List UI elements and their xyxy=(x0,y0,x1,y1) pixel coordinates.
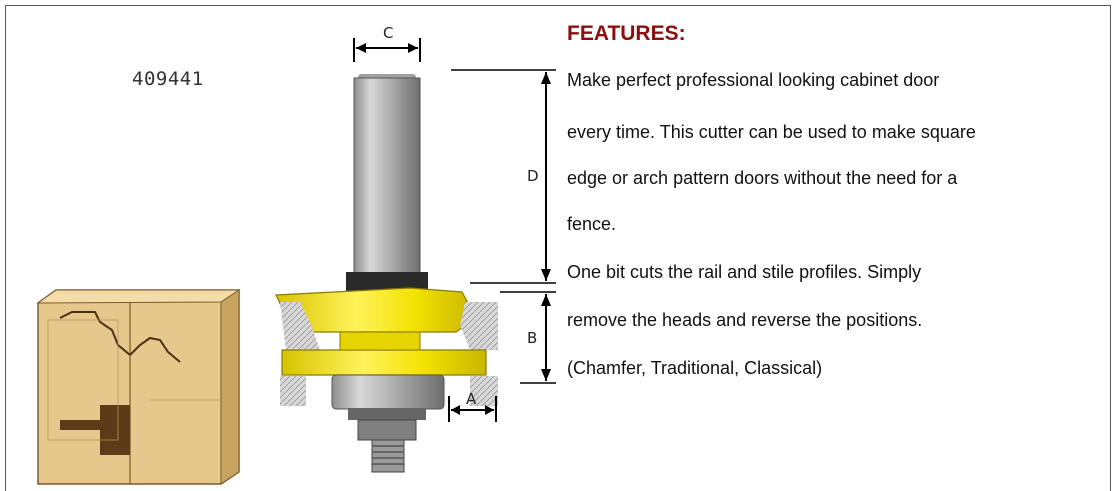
features-heading: FEATURES: xyxy=(567,22,686,45)
feature-line: Make perfect professional looking cabine… xyxy=(567,70,940,90)
dimension-d-label: D xyxy=(527,167,539,185)
feature-line: fence. xyxy=(567,214,617,234)
feature-line: One bit cuts the rail and stile profiles… xyxy=(567,262,922,282)
dimension-b: B xyxy=(500,291,556,384)
product-code: 409441 xyxy=(132,68,204,90)
wood-joint-sample xyxy=(36,289,241,485)
router-bit xyxy=(275,74,498,473)
feature-line: edge or arch pattern doors without the n… xyxy=(567,168,958,188)
feature-line: (Chamfer, Traditional, Classical) xyxy=(567,358,823,378)
dimension-c: C xyxy=(353,24,421,62)
feature-line: every time. This cutter can be used to m… xyxy=(567,122,976,142)
dimension-d: D xyxy=(451,69,556,284)
feature-line: remove the heads and reverse the positio… xyxy=(567,310,923,330)
dimension-c-label: C xyxy=(383,24,393,42)
dimension-a-label: A xyxy=(466,390,477,408)
dimension-a: A xyxy=(448,390,497,422)
dimension-b-label: B xyxy=(527,329,537,347)
